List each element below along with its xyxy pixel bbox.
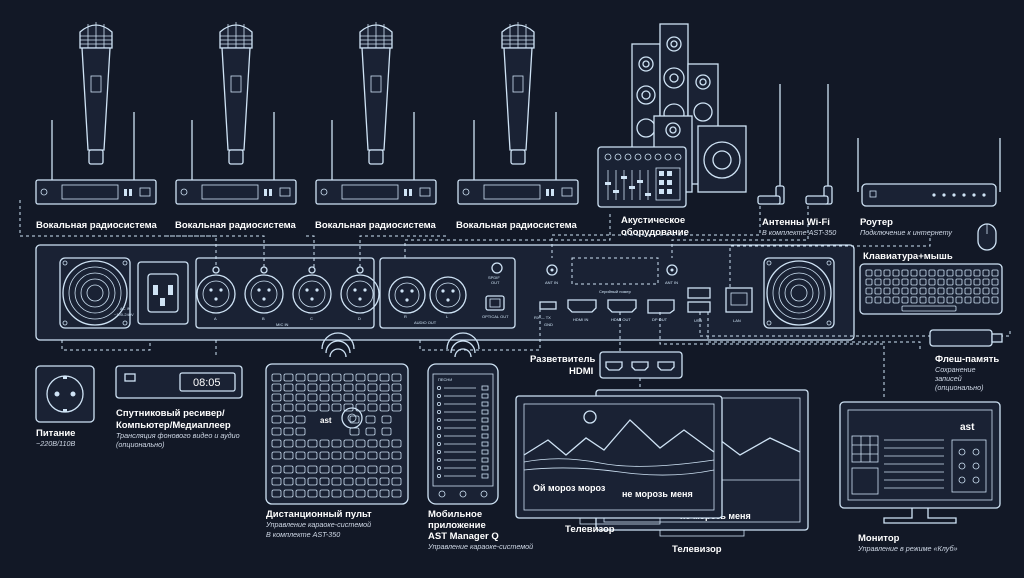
remote-control: ast [265, 332, 409, 505]
label-sat-sub-2: (опционально) [116, 440, 165, 449]
label-mic-4: Вокальная радиосистема [456, 220, 578, 231]
label-wifi-sub: В комплекте AST-350 [762, 228, 836, 237]
label-mic-3: Вокальная радиосистема [315, 220, 437, 231]
label-flash-sub-2: записей [934, 374, 962, 383]
label-app-sub: Управление караоке-системой [427, 542, 533, 551]
label-app-3: AST Manager Q [428, 531, 499, 542]
acoustic-equipment [597, 23, 747, 208]
vocal-radio-system [457, 22, 579, 205]
mobile-phone: ПЕСНИ [427, 332, 499, 505]
vocal-radio-systems [35, 22, 579, 205]
label-power: Питание [36, 428, 75, 439]
cooling-fan-right [763, 257, 835, 329]
wifi-antennas [757, 84, 833, 205]
vocal-radio-system [315, 22, 437, 205]
svg-text:AC IN: AC IN [120, 306, 131, 311]
label-remote-sub-2: В комплекте AST-350 [266, 530, 340, 539]
label-keyboard: Клавиатура+мышь [863, 251, 953, 262]
labels: Вокальная радиосистема Вокальная радиоси… [36, 215, 999, 555]
svg-text:RX — TX: RX — TX [534, 315, 551, 320]
label-mic-1: Вокальная радиосистема [36, 220, 158, 231]
svg-text:D: D [358, 316, 361, 321]
label-remote: Дистанционный пульт [266, 509, 372, 520]
vocal-radio-system [35, 22, 157, 205]
label-splitter-1: Разветвитель [530, 354, 596, 365]
svg-text:ast: ast [960, 422, 975, 433]
svg-text:C: C [310, 316, 313, 321]
keyboard-mouse [859, 223, 1003, 315]
power-socket [35, 365, 95, 423]
svg-text:OPTICAL OUT: OPTICAL OUT [482, 314, 509, 319]
label-flash-sub-1: Сохранение [935, 365, 976, 374]
connection-lines [19, 200, 1011, 400]
label-router-sub: Подключение к интернету [860, 228, 952, 237]
label-sat-1: Спутниковый ресивер/ [116, 408, 225, 419]
vocal-radio-system [175, 22, 297, 205]
svg-text:USB: USB [694, 318, 703, 323]
label-wifi: Антенны Wi-Fi [762, 217, 830, 228]
tv-front: Ой мороз мороз не морозь меня [515, 395, 723, 525]
svg-text:не морозь меня: не морозь меня [622, 489, 693, 499]
svg-text:OUT: OUT [491, 280, 500, 285]
router [857, 138, 1001, 207]
ac-power-inlet: AC IN ~100-240V [114, 261, 189, 325]
hdmi-splitter [599, 351, 683, 379]
svg-text:R: R [404, 314, 407, 319]
label-monitor: Монитор [858, 533, 900, 544]
svg-text:Серийный номер: Серийный номер [599, 289, 632, 294]
flash-drive [929, 329, 1003, 347]
svg-text:Ой мороз мороз: Ой мороз мороз [533, 483, 606, 493]
label-flash: Флеш-память [935, 354, 999, 365]
label-mic-2: Вокальная радиосистема [175, 220, 297, 231]
label-sat-2: Компьютер/Медиаплеер [116, 420, 231, 431]
svg-text:HDMI IN: HDMI IN [573, 317, 588, 322]
label-acoustic-2: оборудование [621, 227, 689, 238]
label-splitter-2: HDMI [569, 366, 593, 377]
cooling-fan-left [59, 257, 131, 329]
svg-text:HDMI OUT: HDMI OUT [611, 317, 631, 322]
svg-text:ПЕСНИ: ПЕСНИ [438, 377, 452, 382]
label-app-1: Мобильное [428, 509, 482, 520]
receiver-display: 08:05 [193, 377, 221, 389]
label-tv-2: Телевизор [672, 544, 722, 555]
svg-text:AUDIO OUT: AUDIO OUT [414, 320, 437, 325]
label-remote-sub-1: Управление караоке-системой [265, 520, 371, 529]
svg-text:~100-240V: ~100-240V [114, 312, 134, 317]
svg-text:ANT IN: ANT IN [545, 280, 558, 285]
svg-text:LAN: LAN [733, 318, 741, 323]
karaoke-system-back-panel: AC IN ~100-240V A B C D MIC IN R L AUDIO OU… [35, 244, 855, 341]
svg-text:L: L [446, 314, 449, 319]
svg-text:GND: GND [544, 322, 553, 327]
mic-in-jacks: A B C D [196, 266, 380, 321]
label-app-2: приложение [428, 520, 486, 531]
label-monitor-sub: Управление в режиме «Клуб» [857, 544, 958, 553]
label-power-sub: ~220В/110В [36, 439, 75, 448]
svg-text:MIC IN: MIC IN [276, 322, 289, 327]
audio-out: R L AUDIO OUT SPDIF OUT OPTICAL OUT [379, 257, 516, 329]
monitor: ast [839, 401, 1001, 524]
label-sat-sub-1: Трансляция фонового видео и аудио [116, 431, 240, 440]
label-flash-sub-3: (опционально) [935, 383, 984, 392]
label-acoustic-1: Акустическое [621, 215, 685, 226]
svg-text:ANT IN: ANT IN [665, 280, 678, 285]
satellite-receiver: 08:05 [115, 365, 243, 399]
svg-text:SPDIF: SPDIF [488, 275, 500, 280]
svg-text:ast: ast [320, 416, 332, 425]
label-router: Роутер [860, 217, 893, 228]
svg-text:A: A [214, 316, 217, 321]
svg-text:B: B [262, 316, 265, 321]
label-tv-1: Телевизор [565, 524, 615, 535]
